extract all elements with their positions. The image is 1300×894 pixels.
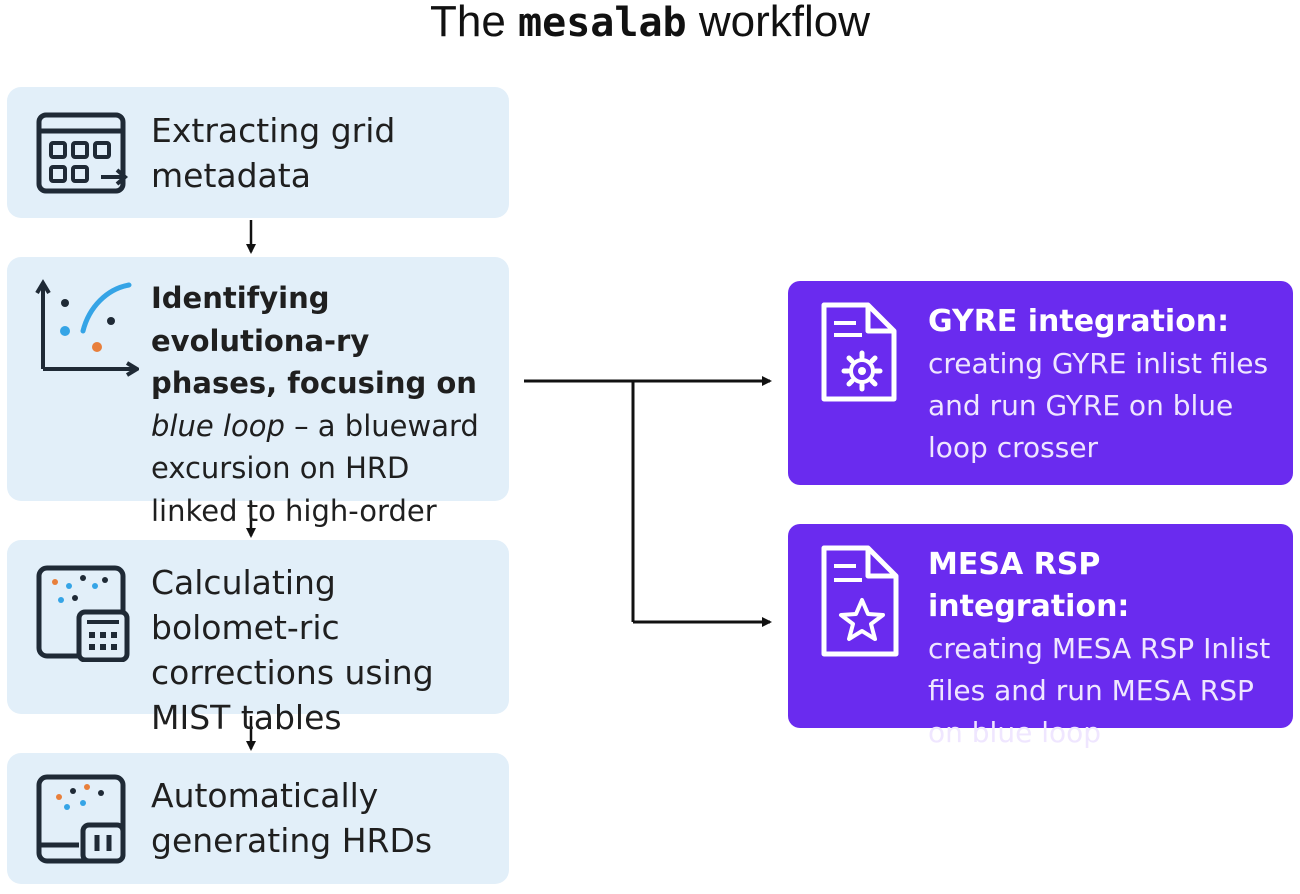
step-label: Extracting grid metadata bbox=[151, 111, 396, 195]
mesa-rsp-card-title: MESA RSP integration: bbox=[928, 547, 1130, 624]
branch-line bbox=[524, 379, 635, 622]
step-identifying-phases: Identifying evolutiona-ry phases, focusi… bbox=[7, 257, 509, 570]
step-label: Automatically generating HRDs bbox=[151, 776, 433, 860]
gyre-integration-card: GYRE integration: creating GYRE inlist f… bbox=[788, 281, 1293, 485]
step-label: Identifying evolutiona-ry phases, focusi… bbox=[151, 277, 493, 575]
title-prefix: The bbox=[429, 0, 506, 46]
calculator-chart-icon bbox=[36, 565, 130, 662]
gyre-card-text: GYRE integration: creating GYRE inlist f… bbox=[928, 301, 1283, 469]
mesa-rsp-card-text: MESA RSP integration: creating MESA RSP … bbox=[928, 544, 1283, 754]
step-bolometric-corrections: Calculating bolomet-ric corrections usin… bbox=[7, 540, 509, 737]
step-label-emphasis: blue loop bbox=[151, 408, 285, 443]
grid-table-icon bbox=[36, 112, 129, 194]
step-extracting-grid-metadata: Extracting grid metadata bbox=[7, 87, 509, 218]
mesa-rsp-integration-card: MESA RSP integration: creating MESA RSP … bbox=[788, 524, 1293, 749]
document-star-icon bbox=[821, 545, 899, 657]
title-suffix: workflow bbox=[698, 0, 871, 46]
document-gear-icon bbox=[821, 302, 897, 402]
diagram-title: The mesalab workflow bbox=[0, 0, 1300, 47]
hrd-chart-icon bbox=[36, 774, 126, 864]
step-label: Calculating bolomet-ric corrections usin… bbox=[151, 563, 434, 737]
step-generating-hrds: Automatically generating HRDs bbox=[7, 753, 509, 884]
step-label-main: Identifying evolutiona-ry phases, focusi… bbox=[151, 281, 477, 400]
gyre-card-description: creating GYRE inlist files and run GYRE … bbox=[928, 347, 1269, 464]
gyre-card-title: GYRE integration: bbox=[928, 304, 1230, 339]
title-code: mesalab bbox=[518, 0, 687, 46]
scatter-plot-icon bbox=[35, 279, 139, 377]
mesa-rsp-card-description: creating MESA RSP Inlist files and run M… bbox=[928, 632, 1271, 749]
